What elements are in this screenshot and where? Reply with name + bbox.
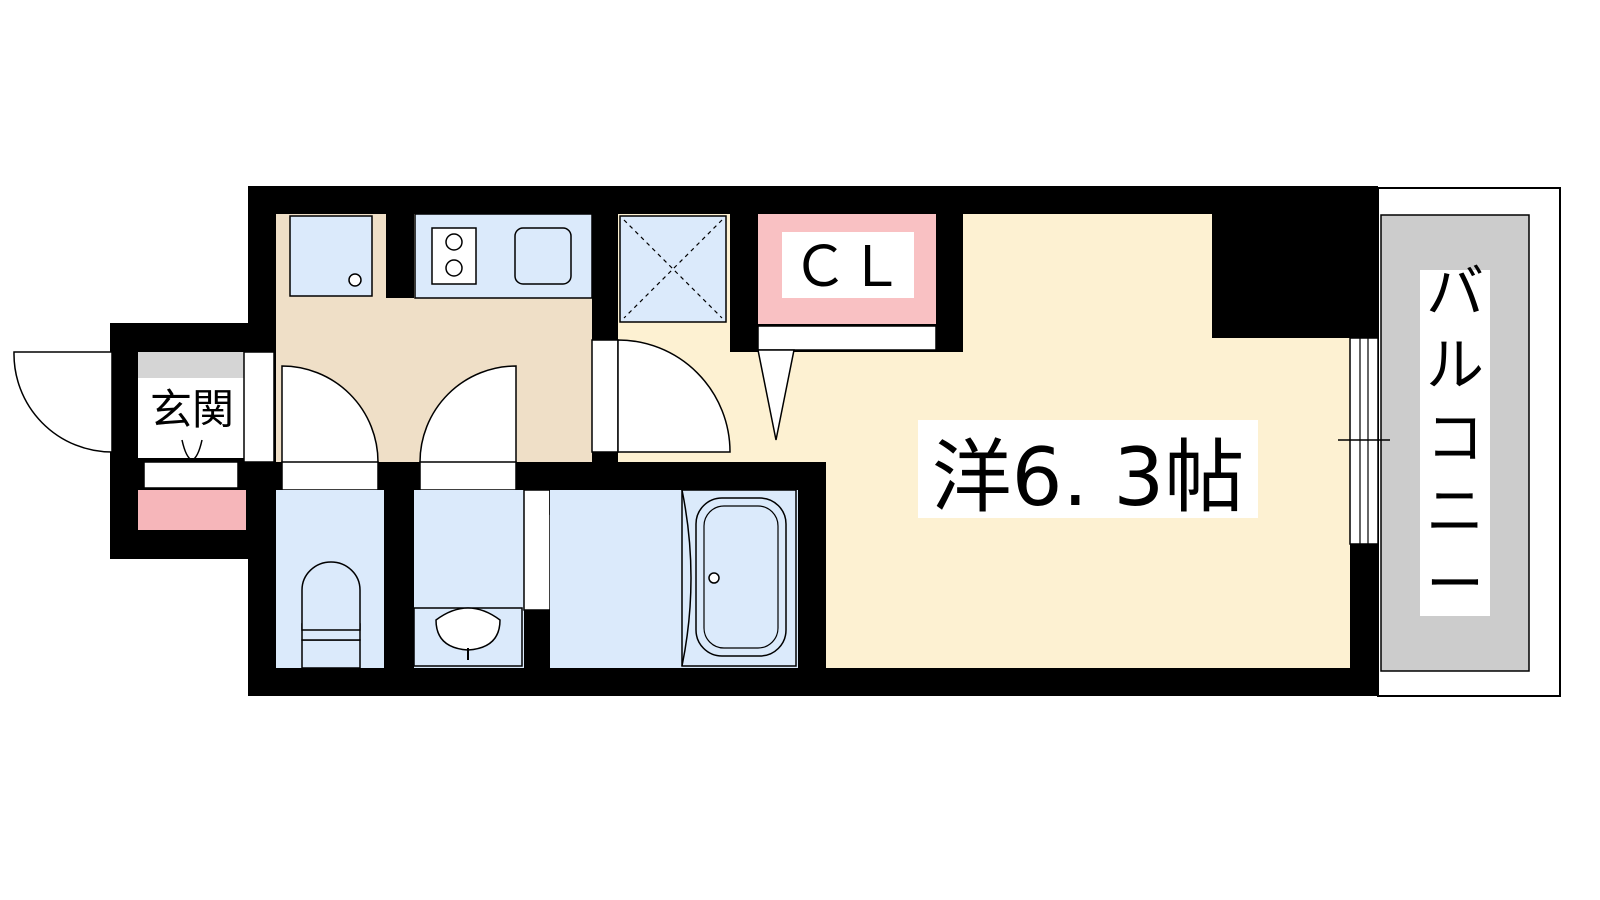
room-label: 洋6. 3帖	[932, 431, 1245, 524]
living-door-swing	[617, 339, 731, 453]
bath-wall	[524, 610, 550, 668]
entrance-sill	[143, 461, 239, 489]
entrance-label: 玄関	[150, 385, 234, 434]
bathtub-icon	[695, 497, 787, 657]
balcony-label-char-1: バ	[1426, 258, 1484, 326]
closet-label: ＣＬ	[792, 235, 904, 300]
slippers-icon	[181, 439, 203, 461]
bath-door-jamb	[523, 489, 551, 611]
shoe-box	[138, 490, 246, 530]
balcony-window	[1349, 337, 1379, 545]
balcony-label-char-3: コ	[1426, 404, 1484, 472]
balcony-label-bg	[1420, 270, 1490, 616]
balcony-label-char-5: ー	[1426, 550, 1484, 618]
sink-icon	[514, 227, 572, 285]
washroom-door-jamb	[419, 461, 517, 491]
washroom-door-swing	[419, 365, 517, 463]
toilet-tank	[301, 639, 361, 669]
closet-label-bg	[782, 232, 914, 298]
toilet-icon	[301, 561, 361, 631]
burner-2	[445, 259, 463, 277]
door-swing-icon	[13, 351, 113, 453]
balcony-label-char-4: ニ	[1426, 477, 1484, 545]
door-jamb-living	[591, 339, 619, 453]
balcony: バ ル コ ニ ー	[1377, 187, 1561, 697]
toilet-wall	[384, 490, 414, 668]
entrance-door-jamb	[243, 351, 275, 463]
burner-1	[445, 233, 463, 251]
entrance-step	[138, 352, 244, 378]
toilet-door-jamb	[281, 461, 379, 491]
fridge-dot	[348, 273, 362, 287]
washer-cross-1	[623, 219, 723, 319]
stove-icon	[431, 227, 477, 285]
balcony-label-char-2: ル	[1426, 331, 1484, 399]
bathtub-inner	[703, 505, 779, 649]
washer-cross-2	[623, 219, 723, 319]
toilet-door-swing	[281, 365, 379, 463]
partition-wall	[592, 214, 618, 340]
washbasin-icon	[435, 607, 501, 651]
room-label-bg	[918, 420, 1258, 518]
bathtub-apron	[681, 489, 692, 667]
closet-door	[757, 325, 937, 351]
kitchen-wall	[386, 214, 414, 298]
closet-door-swing	[757, 349, 795, 441]
partition-wall-lower	[592, 452, 618, 462]
bathtub-drain	[708, 572, 720, 584]
